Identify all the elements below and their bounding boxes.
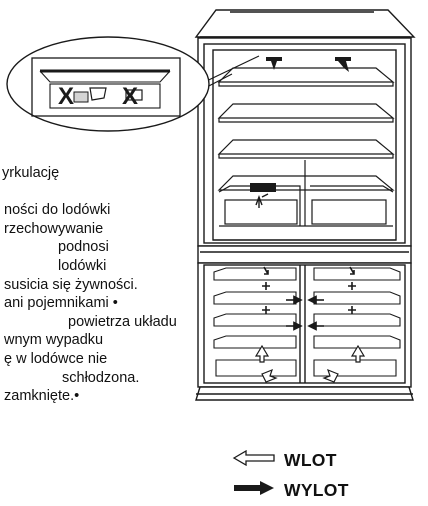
crisper-inlet [250, 183, 276, 208]
instruction-line: rzechowywanie [4, 220, 104, 237]
instruction-line: powietrza układu [68, 313, 177, 330]
solid-arrow-icon [232, 480, 276, 501]
legend-inlet-label: WLOT [284, 450, 337, 470]
lower-airflow-arrows [262, 266, 356, 331]
instruction-line: yrkulację [2, 165, 60, 181]
legend-outlet: WYLOT [232, 480, 349, 501]
cabinet-crown [194, 9, 416, 38]
instruction-line: zamknięte.• [4, 388, 80, 405]
instruction-line: podnosi [58, 239, 109, 256]
lower-inlet-arrows [254, 344, 366, 383]
instruction-line: susicia się żywności. [4, 276, 138, 293]
legend-outlet-label: WYLOT [284, 480, 349, 500]
instruction-line: schłodzona. [62, 369, 140, 386]
instruction-text-column: yrkulację ności do lodówki rzechowywanie… [0, 164, 212, 406]
detail-callout: X X [6, 36, 260, 132]
upper-shelves [213, 67, 396, 241]
instruction-line: ności do lodówki [4, 202, 111, 219]
instruction-line: lodówki [58, 257, 107, 274]
crisper-drawers [224, 199, 387, 225]
instruction-line: ę w lodówce nie [4, 350, 108, 367]
cabinet-body [195, 37, 414, 401]
hollow-arrow-icon [232, 449, 276, 471]
blocked-x-mark-left: X [58, 83, 74, 110]
instruction-line: wnym wypadku [4, 332, 104, 349]
instruction-line: ani pojemnikami • [4, 295, 118, 312]
legend-inlet: WLOT [232, 449, 337, 471]
top-outlet-arrows [266, 57, 351, 72]
blocked-x-mark-right: X [122, 83, 138, 110]
